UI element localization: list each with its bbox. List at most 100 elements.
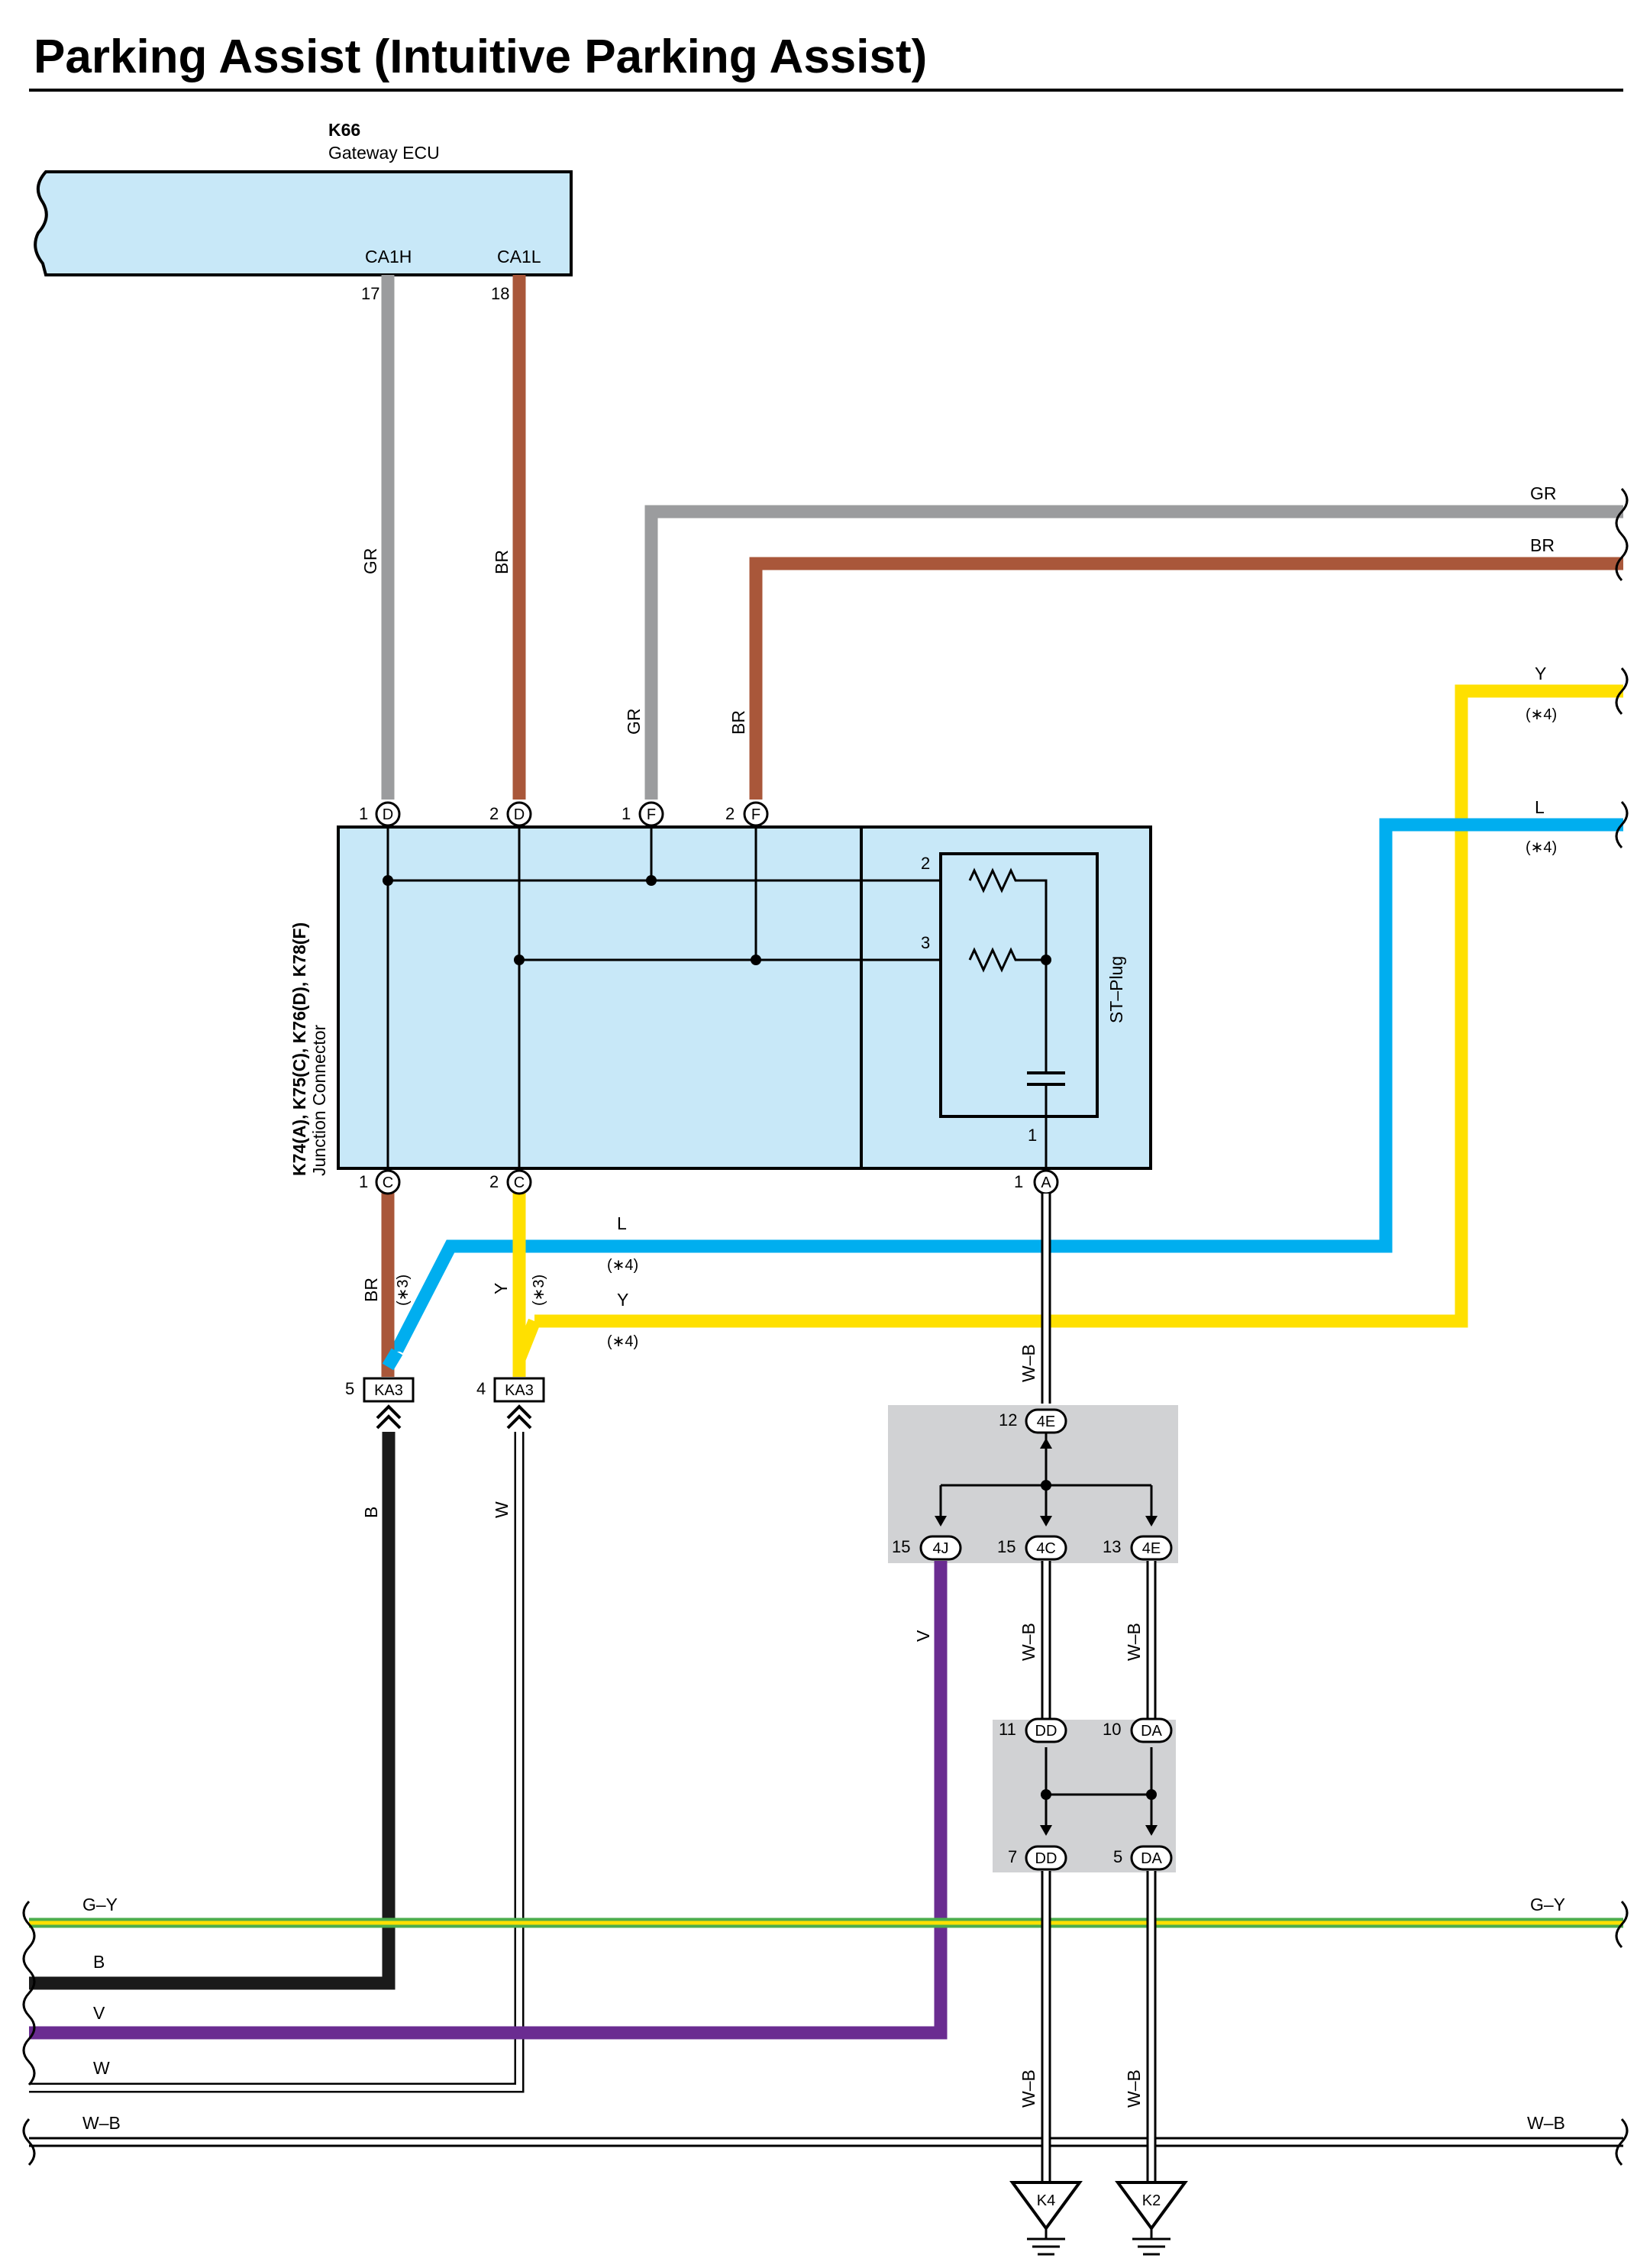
wire-label-gr-right: GR (1530, 483, 1557, 503)
bus-label-b: B (93, 1952, 105, 1972)
svg-text:2: 2 (489, 804, 499, 823)
svg-text:5: 5 (345, 1379, 354, 1398)
svg-text:15: 15 (892, 1537, 910, 1556)
gateway-ecu: K66 Gateway ECU CA1H CA1L 17 18 (34, 120, 573, 303)
svg-text:12: 12 (999, 1410, 1017, 1430)
svg-text:DA: DA (1141, 1850, 1162, 1867)
wire-br-right (749, 557, 1623, 800)
wire-label-br: BR (492, 550, 512, 574)
svg-text:C: C (514, 1174, 525, 1191)
wire-note-y-right: (∗4) (1526, 706, 1557, 723)
wire-label-y-mid: Y (617, 1290, 628, 1310)
wire-label-wb-4: W–B (1019, 2069, 1038, 2108)
svg-text:2: 2 (489, 1172, 499, 1191)
wire-label-wb-2: W–B (1019, 1623, 1038, 1661)
svg-text:D: D (383, 806, 393, 823)
svg-text:11: 11 (999, 1720, 1016, 1739)
svg-text:DD: DD (1035, 1850, 1057, 1867)
st-plug-pin-3: 3 (921, 933, 930, 952)
svg-text:F: F (647, 806, 656, 823)
ka3-pin-5: 5 KA3 (345, 1377, 415, 1430)
pin-a1: 1 A (1014, 1169, 1059, 1195)
pin-f2: 2 F (725, 801, 769, 827)
svg-text:1: 1 (622, 804, 631, 823)
ecu-pin-18: 18 (491, 284, 509, 303)
junction-codes: K74(A), K75(C), K76(D), K78(F) (289, 922, 309, 1176)
wire-v (29, 1561, 948, 2040)
wire-label-wb-3: W–B (1124, 1623, 1144, 1661)
wire-b (29, 1432, 396, 1990)
svg-text:KA3: KA3 (505, 1382, 534, 1399)
svg-text:15: 15 (997, 1537, 1016, 1556)
wire-y-right (534, 684, 1623, 1328)
wire-label-y-right: Y (1535, 664, 1546, 683)
ecu-name: Gateway ECU (328, 143, 440, 163)
wire-label-wb-1: W–B (1019, 1344, 1038, 1382)
svg-text:13: 13 (1103, 1537, 1121, 1556)
bus-label-v: V (93, 2003, 105, 2023)
wire-label-gr-2: GR (624, 709, 644, 735)
splice-top: 12 4E 15 4J 15 4C 13 4E (888, 1405, 1178, 1563)
svg-text:DD: DD (1035, 1723, 1057, 1740)
junction-name: Junction Connector (309, 1024, 329, 1176)
pin-d1: 1 D (359, 801, 401, 827)
st-plug-pin-1: 1 (1028, 1126, 1037, 1145)
svg-text:K2: K2 (1142, 2192, 1161, 2209)
wire-w (29, 1432, 522, 2091)
svg-text:4E: 4E (1037, 1413, 1055, 1430)
bus-label-wb-right: W–B (1527, 2113, 1565, 2133)
wire-note-y-mid: (∗4) (607, 1333, 638, 1350)
bus-label-gy-left: G–Y (82, 1895, 118, 1914)
svg-text:7: 7 (1008, 1847, 1017, 1866)
st-plug-label: ST–Plug (1106, 956, 1126, 1023)
wire-y-branch (513, 1318, 541, 1362)
wire-note-l-right: (∗4) (1526, 839, 1557, 856)
svg-text:5: 5 (1113, 1847, 1122, 1866)
wire-label-l-mid: L (617, 1213, 627, 1233)
wire-label-br-right: BR (1530, 535, 1555, 555)
wire-note-br-3: (∗3) (395, 1275, 412, 1306)
st-plug-pin-2: 2 (921, 854, 930, 873)
wire-l-branch (382, 1348, 403, 1371)
bus-label-w: W (93, 2058, 110, 2078)
pin-f1: 1 F (622, 801, 664, 827)
wire-l-right (390, 818, 1623, 1353)
page-title: Parking Assist (Intuitive Parking Assist… (34, 31, 927, 83)
svg-text:4J: 4J (932, 1540, 948, 1557)
svg-text:4: 4 (476, 1379, 486, 1398)
ka3-pin-4: 4 KA3 (476, 1377, 545, 1430)
bus-label-wb-left: W–B (82, 2113, 121, 2133)
wire-label-br-2: BR (728, 710, 748, 735)
ecu-pin-ca1h: CA1H (365, 247, 412, 267)
svg-text:D: D (514, 806, 525, 823)
svg-text:2: 2 (725, 804, 735, 823)
svg-text:A: A (1041, 1174, 1051, 1191)
ground-k2: K2 (1115, 2181, 1188, 2256)
wire-label-w: W (492, 1501, 512, 1518)
wire-label-v: V (913, 1630, 933, 1642)
svg-text:1: 1 (359, 804, 368, 823)
wire-label-wb-5: W–B (1124, 2069, 1144, 2108)
svg-text:4C: 4C (1036, 1540, 1056, 1557)
svg-text:DA: DA (1141, 1723, 1162, 1740)
ground-k4: K4 (1009, 2181, 1083, 2256)
wire-label-br-3: BR (361, 1278, 381, 1302)
wire-note-l-mid: (∗4) (607, 1257, 638, 1274)
break-markers-left (22, 1900, 36, 2166)
svg-text:K4: K4 (1037, 2192, 1055, 2209)
pin-c1: 1 C (359, 1169, 401, 1195)
ecu-code: K66 (328, 120, 360, 140)
wire-note-y-3: (∗3) (531, 1275, 547, 1306)
wire-gr-right (644, 505, 1623, 800)
st-plug: 2 3 1 ST–Plug (921, 852, 1126, 1168)
svg-text:4E: 4E (1142, 1540, 1161, 1557)
svg-text:F: F (751, 806, 760, 823)
pin-d2: 2 D (489, 801, 532, 827)
svg-text:1: 1 (1014, 1172, 1023, 1191)
ecu-pin-ca1l: CA1L (497, 247, 541, 267)
ecu-pin-17: 17 (361, 284, 379, 303)
wire-label-gr: GR (360, 548, 380, 575)
pin-c2: 2 C (489, 1169, 532, 1195)
svg-text:1: 1 (359, 1172, 368, 1191)
